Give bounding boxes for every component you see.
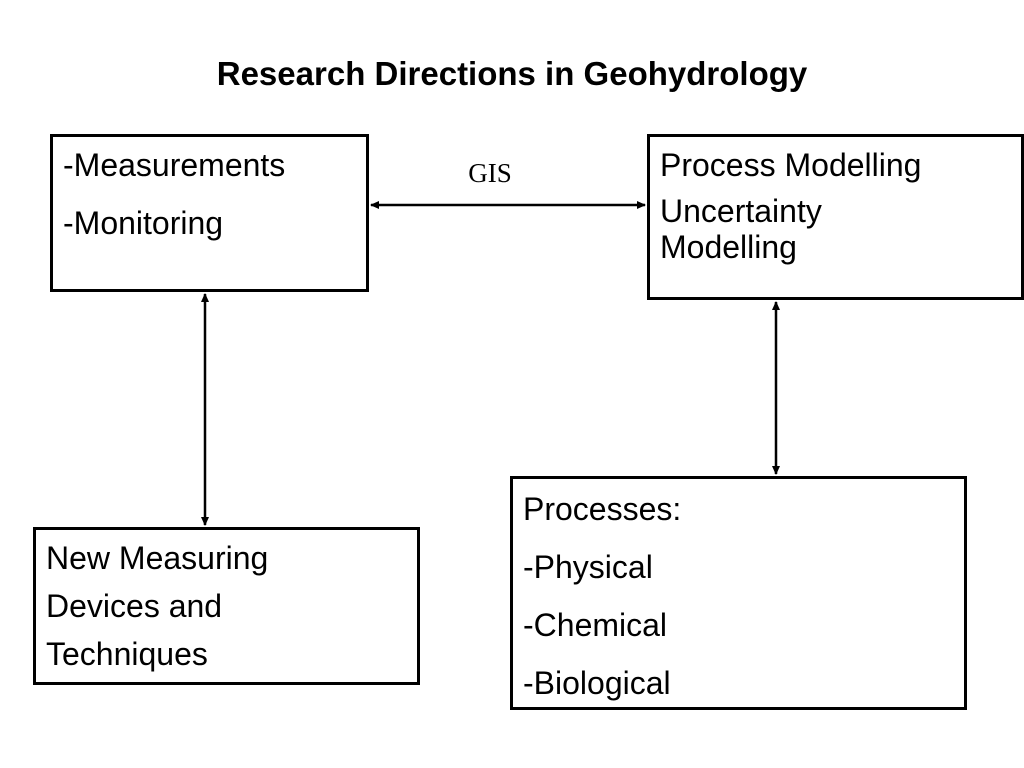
node-line: -Chemical [523, 607, 668, 643]
node-line: New Measuring [46, 540, 269, 576]
node-line: Process Modelling [660, 147, 922, 183]
node-line: -Monitoring [63, 205, 224, 241]
node-line: Uncertainty [660, 193, 822, 229]
edge-label-gis: GIS [468, 158, 512, 188]
node-line: -Physical [523, 549, 653, 585]
node-new-devices: New Measuring Devices and Techniques [33, 527, 420, 685]
node-line: Techniques [46, 636, 208, 672]
node-line: -Biological [523, 665, 671, 701]
node-line: -Measurements [63, 147, 286, 183]
diagram-title: Research Directions in Geohydrology [216, 55, 808, 92]
node-measurements: -Measurements -Monitoring [50, 134, 369, 292]
node-process-modelling: Process Modelling Uncertainty Modelling [647, 134, 1024, 300]
node-processes: Processes: -Physical -Chemical -Biologic… [510, 476, 967, 710]
node-line: Modelling [660, 229, 797, 265]
node-line: Devices and [46, 588, 223, 624]
node-line: Processes: [523, 491, 682, 527]
